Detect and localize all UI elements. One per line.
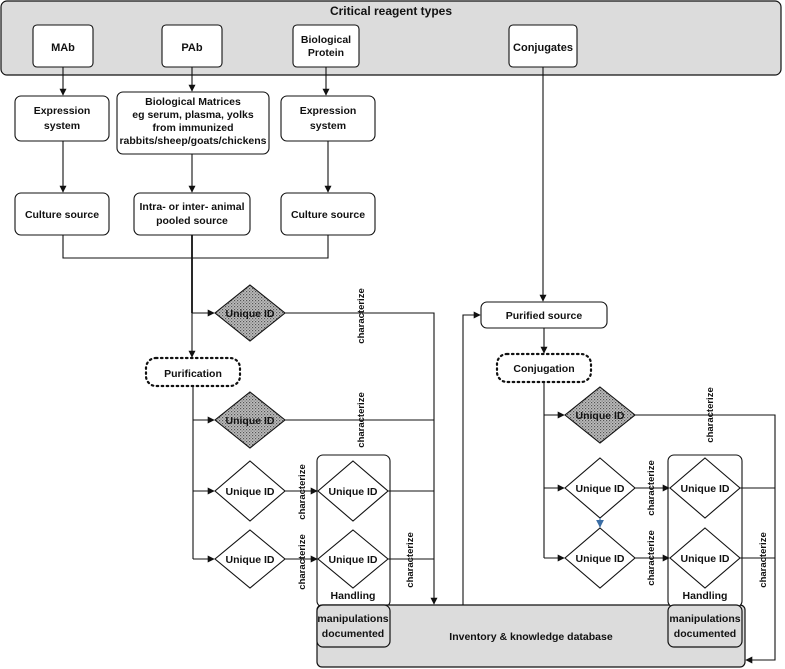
- conjugation-label: Conjugation: [513, 363, 574, 375]
- biological-protein-box: Biological Protein: [292, 24, 360, 68]
- pooled-source-label-1: Intra- or inter- animal: [139, 201, 244, 213]
- manipulations-right-2: documented: [674, 628, 736, 640]
- mab-label: MAb: [51, 42, 75, 54]
- critical-reagent-panel: Critical reagent types: [0, 0, 782, 76]
- unique-id-diamond: Unique ID: [564, 527, 636, 589]
- manipulations-left-2: documented: [322, 628, 384, 640]
- manipulations-right-1: manipulations: [669, 613, 740, 625]
- unique-id-label: Unique ID: [576, 410, 625, 422]
- unique-id-diamond: Unique ID: [564, 457, 636, 519]
- unique-id-diamond: Unique ID: [214, 460, 286, 522]
- handling-label-right: Handling: [683, 590, 728, 602]
- unique-id-label: Unique ID: [329, 554, 378, 566]
- unique-id-diamond: Unique ID: [317, 460, 389, 522]
- unique-id-label: Unique ID: [226, 415, 275, 427]
- pab-box: PAb: [161, 24, 223, 68]
- characterize-label: characterize: [646, 460, 657, 515]
- manipulations-box-right: manipulations documented: [667, 604, 743, 648]
- purification-node: Purification: [144, 356, 242, 388]
- biological-protein-label-1: Biological: [301, 34, 351, 46]
- unique-id-diamond: Unique ID: [214, 391, 286, 449]
- unique-id-diamond: Unique ID: [214, 529, 286, 589]
- matrices-label-4: rabbits/sheep/goats/chickens: [119, 135, 266, 147]
- mab-box: MAb: [32, 24, 94, 68]
- characterize-label: characterize: [356, 392, 367, 447]
- unique-id-diamond: Unique ID: [669, 457, 741, 519]
- biological-protein-label-2: Protein: [308, 47, 344, 59]
- culture-source-label-right: Culture source: [291, 209, 365, 221]
- characterize-label: characterize: [297, 464, 308, 519]
- manipulations-box-left: manipulations documented: [316, 604, 391, 648]
- unique-id-label: Unique ID: [576, 483, 625, 495]
- expression-system-box-left: Expression system: [14, 95, 110, 142]
- conjugates-box: Conjugates: [508, 24, 578, 68]
- expression-system-box-right: Expression system: [280, 95, 376, 142]
- unique-id-diamond: Unique ID: [669, 527, 741, 589]
- panel-title: Critical reagent types: [330, 4, 452, 18]
- expression-label-left-1: Expression: [34, 105, 91, 117]
- purification-label: Purification: [164, 368, 222, 380]
- characterize-label: characterize: [356, 288, 367, 343]
- characterize-label: characterize: [705, 387, 716, 442]
- unique-id-label: Unique ID: [576, 553, 625, 565]
- unique-id-label: Unique ID: [681, 553, 730, 565]
- expression-label-right-2: system: [310, 120, 346, 132]
- characterize-label: characterize: [405, 532, 416, 587]
- characterize-labels: characterize characterize characterize c…: [297, 288, 769, 589]
- unique-id-label: Unique ID: [226, 486, 275, 498]
- conjugation-node: Conjugation: [495, 352, 593, 384]
- handling-label-left: Handling: [331, 590, 376, 602]
- expression-label-left-2: system: [44, 120, 80, 132]
- characterize-label: characterize: [758, 532, 769, 587]
- unique-id-diamond: Unique ID: [214, 284, 286, 342]
- pooled-source-box: Intra- or inter- animal pooled source: [133, 192, 251, 236]
- manipulations-left-1: manipulations: [317, 613, 388, 625]
- matrices-label-1: Biological Matrices: [145, 96, 241, 108]
- unique-id-diamond: Unique ID: [564, 386, 636, 444]
- characterize-label: characterize: [646, 530, 657, 585]
- matrices-label-3: from immunized: [152, 122, 233, 134]
- culture-source-label-left: Culture source: [25, 209, 99, 221]
- matrices-label-2: eg serum, plasma, yolks: [132, 109, 254, 121]
- conjugates-label: Conjugates: [513, 42, 573, 54]
- culture-source-box-right: Culture source: [280, 192, 376, 236]
- unique-id-diamond: Unique ID: [317, 529, 389, 589]
- unique-id-label: Unique ID: [681, 483, 730, 495]
- characterize-label: characterize: [297, 534, 308, 589]
- unique-id-label: Unique ID: [226, 308, 275, 320]
- purified-source-box: Purified source: [480, 301, 608, 329]
- pooled-source-label-2: pooled source: [156, 215, 228, 227]
- unique-id-label: Unique ID: [329, 486, 378, 498]
- unique-id-label: Unique ID: [226, 554, 275, 566]
- purified-source-label: Purified source: [506, 310, 583, 322]
- connector-lines: [59, 67, 776, 664]
- culture-source-box-left: Culture source: [14, 192, 110, 236]
- biological-matrices-box: Biological Matrices eg serum, plasma, yo…: [116, 91, 270, 155]
- expression-label-right-1: Expression: [300, 105, 357, 117]
- pab-label: PAb: [181, 42, 202, 54]
- database-label: Inventory & knowledge database: [449, 631, 613, 643]
